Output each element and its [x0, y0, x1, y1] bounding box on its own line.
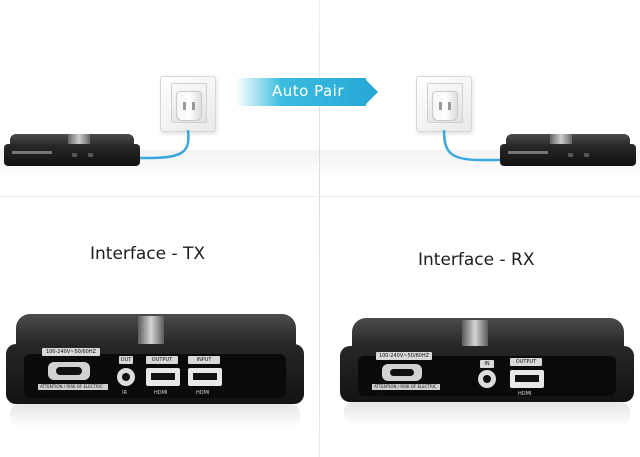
power-cables: [138, 129, 504, 162]
tx-voltage-label: 100-240V~50/60HZ: [42, 348, 100, 356]
tx-device: 100-240V~50/60HZ ATTENTION / RISK OF ELE…: [6, 314, 304, 404]
auto-pair-arrow: Auto Pair: [236, 78, 378, 106]
rx-voltage-label: 100-240V~50/60HZ: [376, 352, 432, 360]
wall-socket-tx: [160, 76, 216, 132]
rx-reflection: [344, 402, 630, 426]
rx-output-sublabel: HDMI: [518, 391, 532, 397]
tx-warning-label: ATTENTION / RISK OF ELECTRIC SHOCK: [38, 384, 108, 395]
rx-unit-mini: [500, 134, 636, 168]
tx-section-title: Interface - TX: [90, 244, 206, 264]
tx-ir-label: OUT: [119, 356, 133, 364]
plug-icon: [176, 91, 202, 121]
arrow-right-icon: [364, 78, 378, 106]
tx-output-sublabel: HDMI: [154, 390, 168, 396]
tx-hdmi-input-port: [188, 368, 222, 386]
horizontal-divider: [0, 196, 640, 197]
tx-hdmi-output-port: [146, 368, 180, 386]
tx-output-label: OUTPUT: [146, 356, 178, 364]
tx-ir-jack: [117, 368, 135, 386]
rx-output-label: OUTPUT: [510, 358, 542, 366]
tx-ir-sublabel: IR: [122, 390, 127, 396]
rx-section-title: Interface - RX: [418, 250, 535, 270]
rx-ir-label: IN: [480, 360, 494, 368]
vertical-divider: [319, 0, 320, 457]
wall-socket-rx: [416, 76, 472, 132]
rx-power-socket: [382, 364, 422, 381]
tx-power-socket: [48, 362, 90, 380]
plug-icon: [432, 91, 458, 121]
auto-pair-label: Auto Pair: [272, 82, 344, 100]
tx-input-label: INPUT: [188, 356, 220, 364]
tx-input-sublabel: HDMI: [196, 390, 210, 396]
tx-unit-mini: [4, 134, 140, 168]
rx-hdmi-output-port: [510, 370, 544, 388]
rx-device: 100-240V~50/60HZ ATTENTION / RISK OF ELE…: [340, 318, 634, 402]
rx-warning-label: ATTENTION / RISK OF ELECTRIC SHOCK: [372, 384, 440, 395]
rx-ir-jack: [478, 370, 496, 388]
tx-reflection: [10, 404, 300, 428]
